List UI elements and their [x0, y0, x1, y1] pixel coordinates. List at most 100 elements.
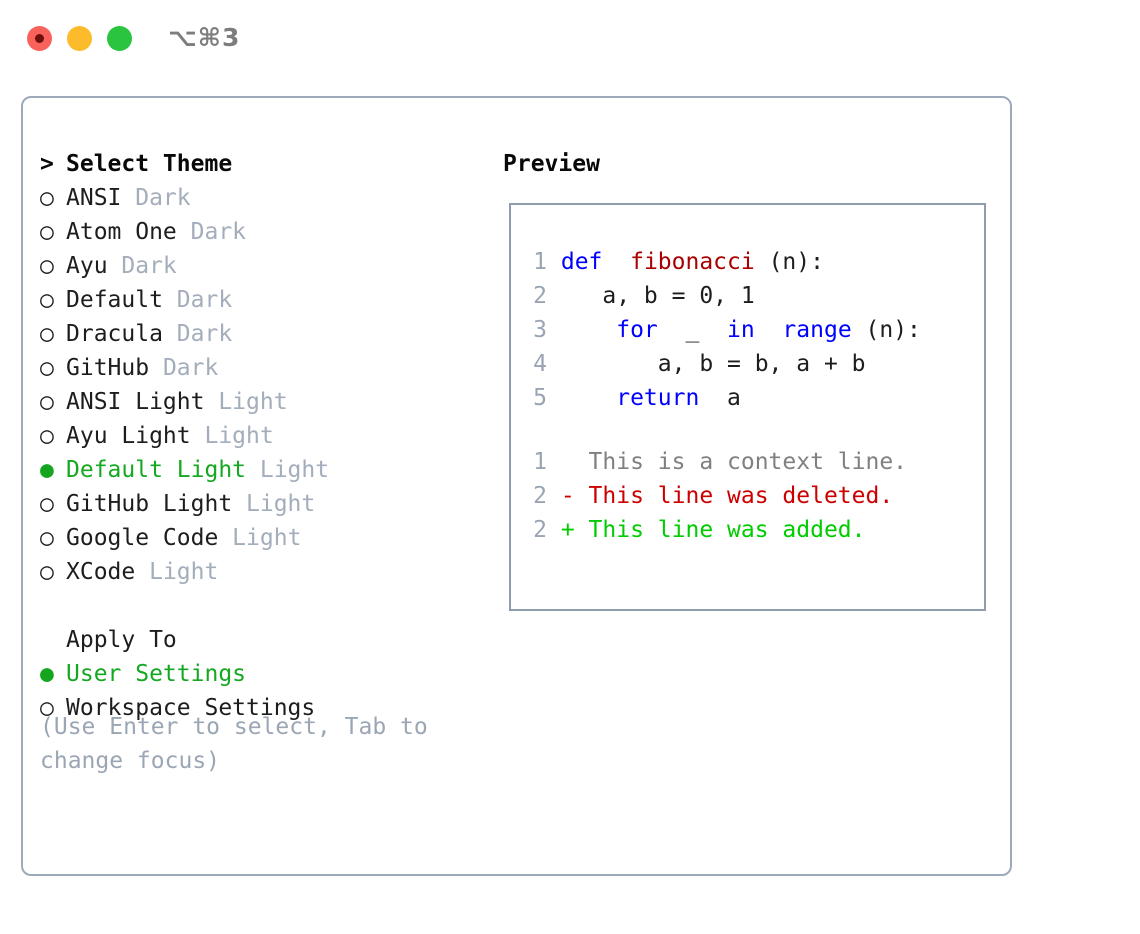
theme-name: GitHub Light: [66, 491, 233, 517]
theme-list-item[interactable]: ○ Ayu Light Light: [40, 419, 490, 453]
close-button[interactable]: [27, 26, 52, 51]
code-token: _: [671, 317, 714, 343]
window-title: ⌥⌘3: [168, 23, 241, 52]
radio-unselected-icon: ○: [40, 355, 54, 381]
list-spacer: [40, 589, 490, 623]
apply-to-header: Apply To: [40, 623, 490, 657]
code-token: (n):: [851, 317, 921, 343]
code-token: [547, 317, 602, 343]
code-token: This is a context line.: [547, 449, 908, 475]
theme-variant: Dark: [176, 219, 247, 245]
theme-name: Ayu Light: [66, 423, 191, 449]
line-number: 2: [533, 283, 547, 309]
theme-variant: Light: [218, 525, 302, 551]
apply-to-list: Apply To ● User Settings ○ Workspace Setting…: [40, 623, 490, 725]
theme-variant: Dark: [107, 253, 177, 279]
radio-unselected-icon: ○: [40, 253, 54, 279]
theme-list-item[interactable]: ○ANSI Light Light: [40, 385, 490, 419]
theme-variant: Dark: [149, 355, 219, 381]
preview-title: Preview: [503, 151, 600, 177]
apply-to-label: Workspace Settings: [66, 695, 316, 721]
code-token: def: [547, 249, 617, 275]
code-token: in: [713, 317, 769, 343]
radio-selected-icon: ●: [40, 661, 54, 687]
theme-variant: Light: [246, 457, 330, 483]
theme-name: Default: [66, 287, 163, 313]
theme-list-item[interactable]: ○ANSI Dark: [40, 181, 490, 215]
theme-list-item[interactable]: ○ Dracula Dark: [40, 317, 490, 351]
theme-variant: Light: [232, 491, 316, 517]
theme-name: ANSI Light: [66, 389, 205, 415]
theme-variant: Light: [135, 559, 219, 585]
line-number: 1: [533, 249, 547, 275]
code-token: range: [768, 317, 852, 343]
code-line: 2 a, b = 0, 1: [525, 279, 755, 313]
theme-name: Google Code: [66, 525, 219, 551]
radio-unselected-icon: ○: [40, 525, 54, 551]
line-number: 2: [533, 517, 547, 543]
theme-variant: Light: [190, 423, 274, 449]
code-token: - This line was deleted.: [547, 483, 894, 509]
theme-list-item[interactable]: ● Default Light Light: [40, 453, 490, 487]
maximize-button[interactable]: [107, 26, 132, 51]
preview-column: Preview: [503, 147, 600, 181]
theme-list-item[interactable]: ○ XCode Light: [40, 555, 490, 589]
code-token: a: [713, 385, 741, 411]
radio-selected-icon: ●: [40, 457, 54, 483]
theme-list-item[interactable]: ○ Google Code Light: [40, 521, 490, 555]
code-token: a, b = b, a + b: [547, 351, 866, 377]
theme-list-item[interactable]: ○ Atom One Dark: [40, 215, 490, 249]
theme-name: GitHub: [66, 355, 150, 381]
code-token: (n):: [754, 249, 824, 275]
code-token: return: [602, 385, 714, 411]
apply-to-item[interactable]: ○ Workspace Settings: [40, 691, 490, 725]
diff-line: 2 - This line was deleted.: [525, 479, 893, 513]
code-token: fibonacci: [616, 249, 755, 275]
code-token: a, b = 0, 1: [547, 283, 755, 309]
title-bar: ⌥⌘3: [0, 0, 1140, 78]
theme-list-item[interactable]: ○GitHub Light Light: [40, 487, 490, 521]
apply-to-label: User Settings: [66, 661, 247, 687]
theme-name: Dracula: [66, 321, 163, 347]
code-line: 1 def fibonacci (n):: [525, 245, 824, 279]
theme-name: Default Light: [66, 457, 247, 483]
code-token: + This line was added.: [547, 517, 866, 543]
line-number: 5: [533, 385, 547, 411]
theme-list-item[interactable]: ○ Default Dark: [40, 283, 490, 317]
radio-unselected-icon: ○: [40, 695, 54, 721]
apply-to-item[interactable]: ● User Settings: [40, 657, 490, 691]
theme-list-item[interactable]: ○ Ayu Dark: [40, 249, 490, 283]
radio-unselected-icon: ○: [40, 219, 54, 245]
theme-list-column: >Select Theme○ANSI Dark○Atom One Dark○Ay…: [40, 147, 490, 725]
diff-line: 1 This is a context line.: [525, 445, 907, 479]
select-theme-header: > Select Theme: [40, 147, 490, 181]
code-token: for: [602, 317, 672, 343]
theme-picker-panel: >Select Theme○ANSI Dark○Atom One Dark○Ay…: [21, 96, 1012, 876]
theme-variant: Dark: [162, 287, 233, 313]
line-number: 2: [533, 483, 547, 509]
theme-name: XCode: [66, 559, 136, 585]
minimize-button[interactable]: [67, 26, 92, 51]
chevron-right-icon: >: [40, 151, 54, 177]
theme-list: >Select Theme○ANSI Dark○Atom One Dark○Ay…: [40, 147, 490, 589]
line-number: 4: [533, 351, 547, 377]
code-token: [547, 385, 602, 411]
theme-variant: Dark: [121, 185, 191, 211]
theme-name: Ayu: [66, 253, 108, 279]
radio-unselected-icon: ○: [40, 287, 54, 313]
radio-unselected-icon: ○: [40, 423, 54, 449]
section-title: Select Theme: [66, 151, 233, 177]
radio-unselected-icon: ○: [40, 559, 54, 585]
theme-list-item[interactable]: ○ GitHub Dark: [40, 351, 490, 385]
line-number: 1: [533, 449, 547, 475]
theme-name: Atom One: [66, 219, 177, 245]
line-number: 3: [533, 317, 547, 343]
radio-unselected-icon: ○: [40, 185, 54, 211]
code-line: 3 for _ in range (n):: [525, 313, 921, 347]
code-line: 4 a, b = b, a + b: [525, 347, 866, 381]
code-line: 5 return a: [525, 381, 741, 415]
theme-variant: Dark: [162, 321, 233, 347]
radio-unselected-icon: ○: [40, 321, 54, 347]
section-title: Apply To: [66, 627, 177, 653]
